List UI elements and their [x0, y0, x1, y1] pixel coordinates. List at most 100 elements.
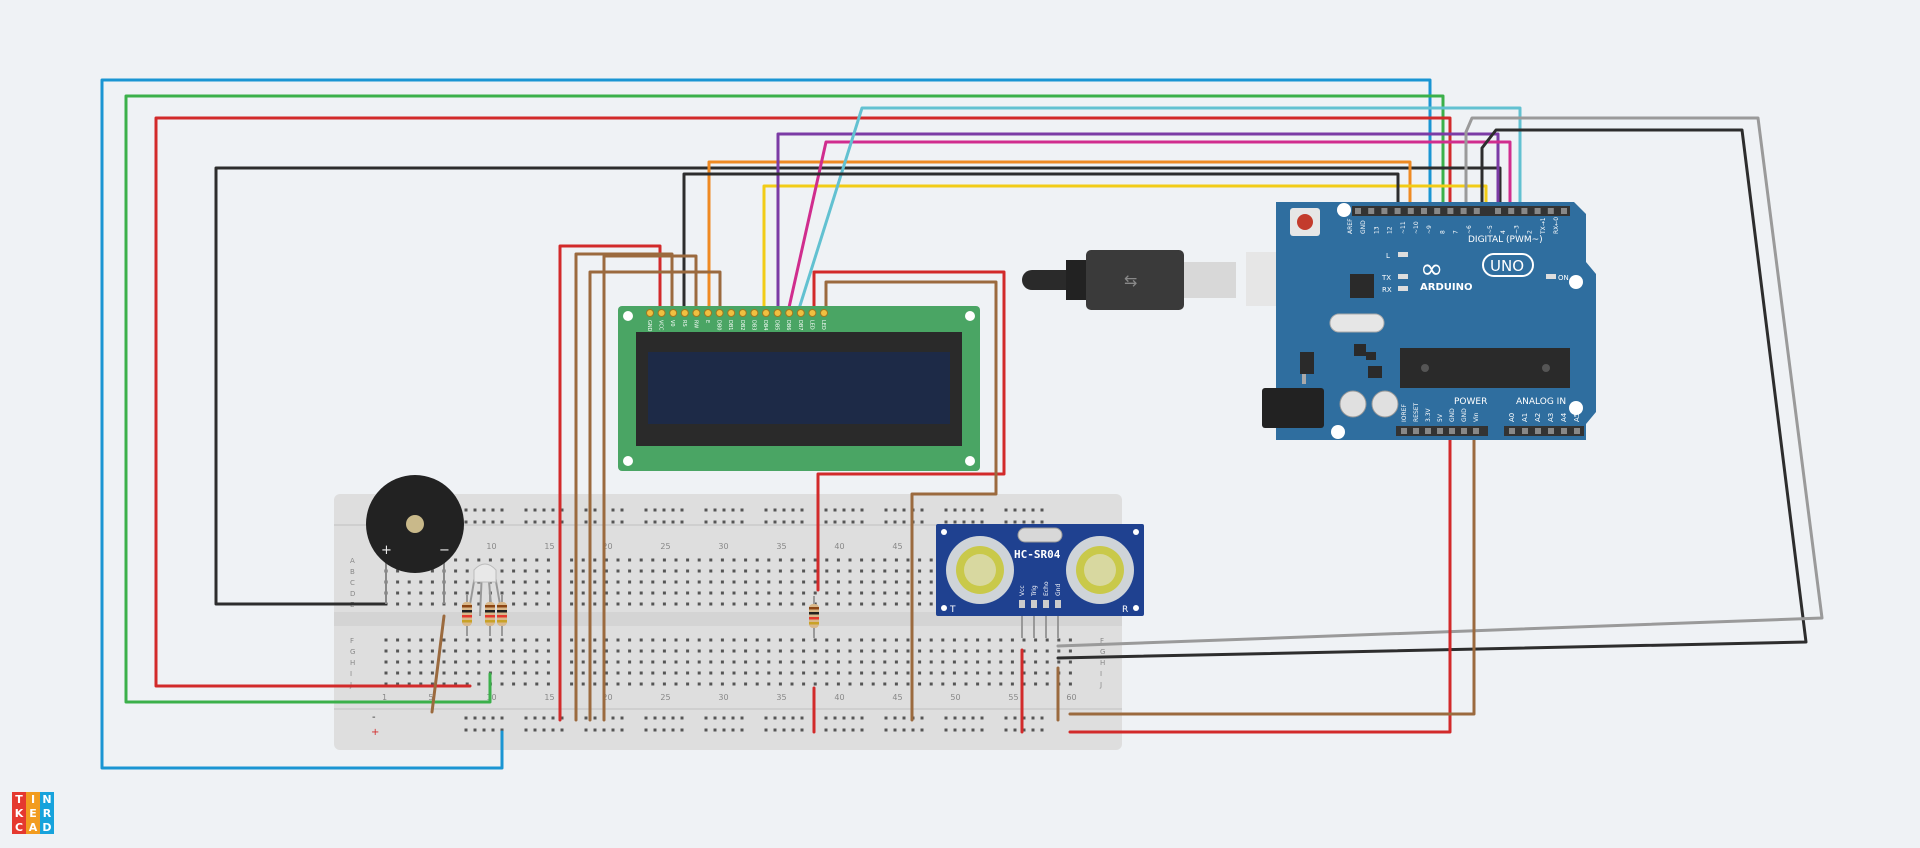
lcd-pin-label: DB6 [785, 320, 791, 330]
row-letter: D [350, 590, 355, 598]
wire-brown-lcd-2[interactable] [602, 254, 698, 722]
row-letter: H [350, 659, 355, 667]
wire-cyan[interactable] [796, 106, 1522, 314]
wire-brown-backlight[interactable] [824, 280, 998, 722]
analog-pin-label: A3 [1547, 413, 1555, 422]
usb-cable[interactable]: ⇆ [1022, 250, 1320, 310]
wire-yellow[interactable] [762, 184, 1488, 314]
wires[interactable] [100, 78, 1824, 770]
resistor[interactable] [809, 596, 819, 638]
resistor[interactable] [462, 594, 472, 636]
wire-brown-buzzer[interactable] [430, 614, 446, 714]
led-tx-label: TX [1381, 274, 1391, 282]
column-number: 45 [892, 693, 902, 702]
lcd-pin-label: DB1 [727, 320, 733, 330]
arduino-brand: ARDUINO [1420, 282, 1472, 293]
digital-pin-label: AREF [1347, 218, 1354, 234]
digital-pin-label: 4 [1500, 230, 1507, 234]
piezo-buzzer[interactable]: + − [366, 475, 464, 604]
digital-pin-label: RX←0 [1553, 217, 1560, 234]
wire-magenta[interactable] [786, 140, 1512, 314]
wire-black-left[interactable] [214, 166, 1502, 606]
column-number: 45 [892, 542, 902, 551]
wire-red-backlight[interactable] [812, 270, 1006, 592]
lcd-pin-label: DB3 [750, 320, 756, 330]
buzzer-minus-label: − [439, 543, 450, 558]
column-number: 50 [950, 693, 960, 702]
power-pin-label: Vin [1473, 412, 1480, 422]
wire-red-top[interactable] [154, 116, 1452, 688]
power-pin-label: GND [1461, 408, 1468, 422]
digital-pin-label: ~10 [1413, 221, 1420, 234]
wire-gray[interactable] [1056, 116, 1824, 648]
lcd-pin-label: RS [681, 320, 687, 327]
sensor-pin-label: Echo [1043, 581, 1050, 596]
buzzer-plus-label: + [381, 543, 392, 558]
digital-pin-label: ~11 [1400, 221, 1407, 234]
row-letter: A [350, 557, 355, 565]
lcd-pin-label: DB2 [739, 320, 745, 330]
power-pin-label: 3.3V [1425, 407, 1432, 422]
digital-pin-label: ~5 [1487, 225, 1494, 234]
column-number: 55 [1008, 693, 1018, 702]
infinity-icon: ∞ [1420, 252, 1443, 285]
row-letter: F [350, 637, 354, 645]
row-letter: I [350, 670, 352, 678]
logo-letter: I [26, 792, 40, 806]
column-number: 30 [718, 542, 728, 551]
lcd-pin-label: E [704, 320, 710, 323]
wire-red-lcd[interactable] [558, 244, 662, 722]
led-on-label: ON [1558, 274, 1569, 282]
wire-green[interactable] [124, 94, 1445, 704]
column-number: 1 [382, 693, 387, 702]
lcd-pin-label: DB7 [797, 320, 803, 330]
wire-black-lcd[interactable] [682, 172, 1400, 314]
tinkercad-logo: T I N K E R C A D [12, 792, 54, 834]
wire-red-5v[interactable] [1068, 428, 1452, 734]
lcd-screen [648, 352, 950, 424]
rail-minus-sign: - [372, 712, 376, 723]
rail-plus-sign: + [371, 727, 379, 738]
analog-header-label: ANALOG IN [1516, 397, 1566, 407]
logo-letter: T [12, 792, 26, 806]
led-rx-label: RX [1382, 286, 1392, 294]
usb-icon: ⇆ [1124, 271, 1137, 290]
wire-brown-lcd-3[interactable] [588, 270, 722, 722]
analog-pin-label: A4 [1560, 412, 1568, 422]
digital-pin-label: 7 [1453, 230, 1460, 234]
digital-header-label: DIGITAL (PWM~) [1468, 235, 1543, 245]
analog-pin-label: A1 [1521, 413, 1529, 422]
digital-pin-label: 2 [1527, 230, 1534, 234]
wire-purple[interactable] [776, 132, 1500, 314]
logo-letter: R [40, 806, 54, 820]
lcd-pin-label: DB4 [762, 320, 768, 330]
resistor[interactable] [485, 594, 495, 636]
lcd-pin-label: DB5 [774, 320, 780, 330]
analog-pin-label: A0 [1508, 413, 1516, 422]
column-number: 40 [834, 693, 844, 702]
row-letter: B [350, 568, 355, 576]
column-number: 60 [1066, 693, 1076, 702]
lcd-pin-label: VCC [658, 320, 664, 331]
row-letter: J [1099, 681, 1102, 689]
resistors[interactable] [462, 594, 819, 638]
column-number: 40 [834, 542, 844, 551]
column-number: 15 [544, 542, 554, 551]
resistor[interactable] [497, 594, 507, 636]
logo-letter: C [12, 820, 26, 834]
digital-pin-label: TX→1 [1540, 217, 1547, 235]
wire-black-right[interactable] [1056, 128, 1808, 660]
wire-blue[interactable] [100, 78, 1432, 770]
power-pin-label: RESET [1413, 402, 1420, 422]
lcd-pin-label: GND [646, 320, 652, 332]
wire-brown-gnd[interactable] [1068, 428, 1476, 716]
wire-brown-lcd-1[interactable] [574, 252, 674, 722]
